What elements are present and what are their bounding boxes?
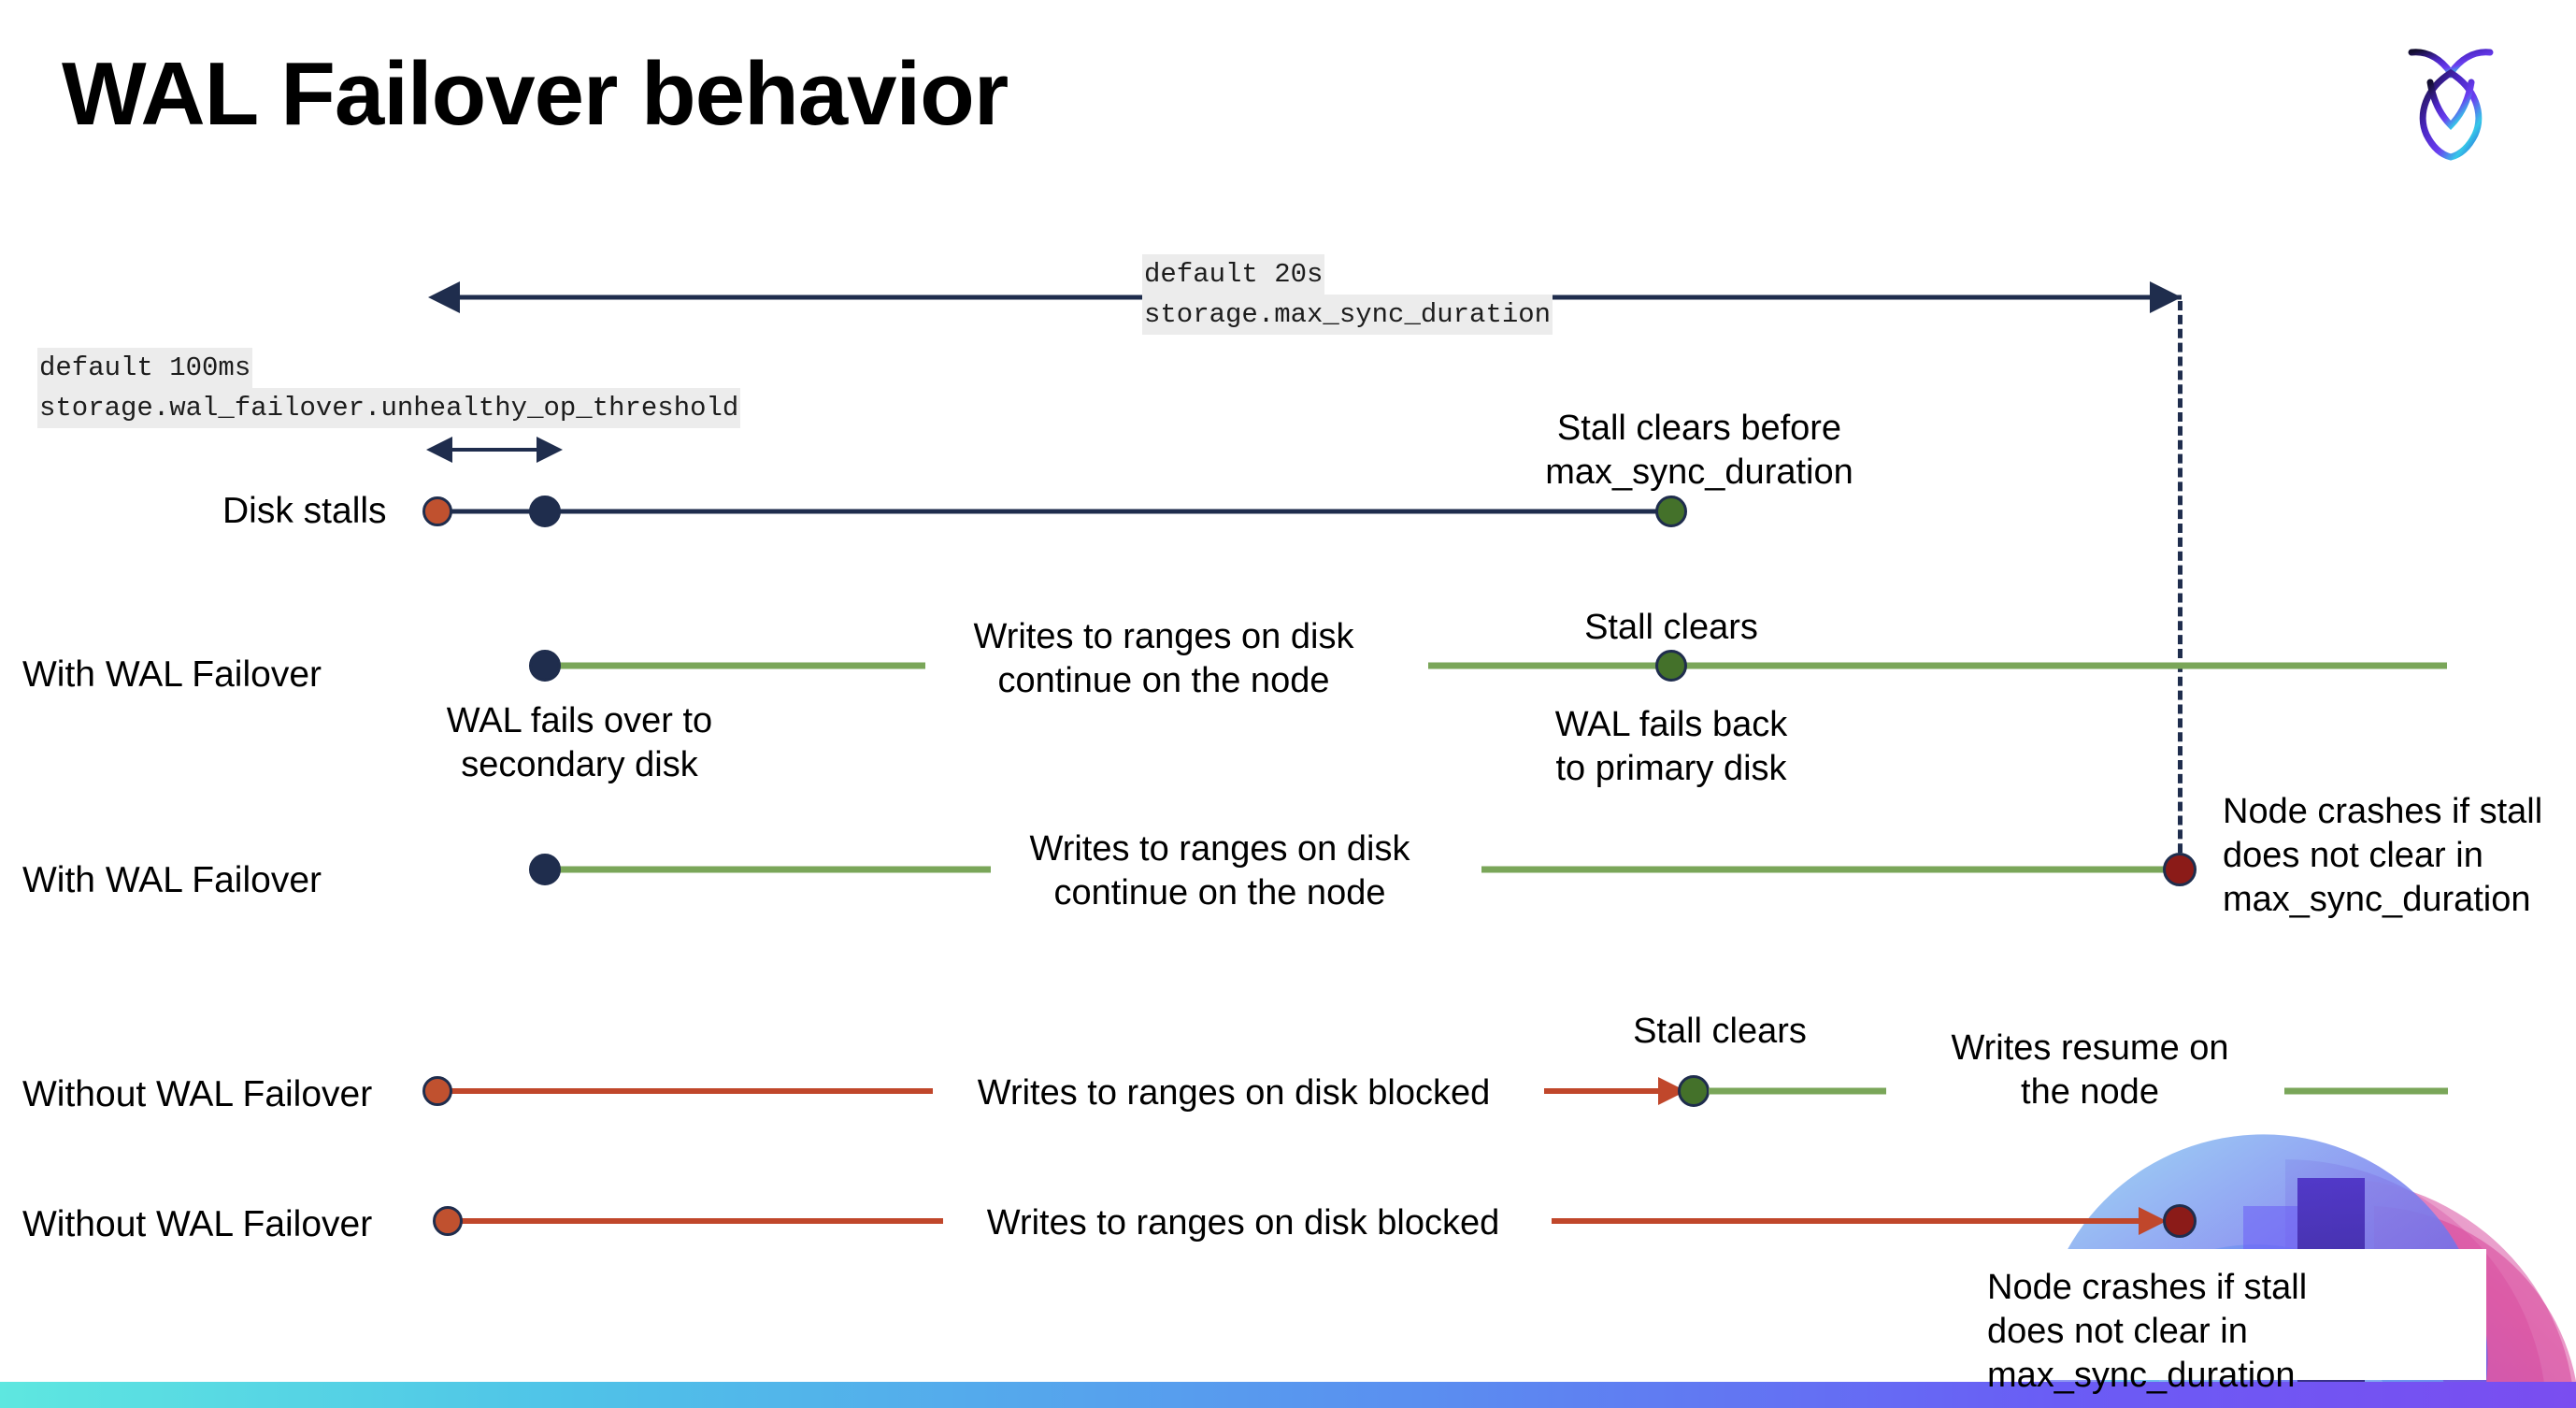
bottom-gradient-bar — [0, 1382, 2576, 1408]
unhealthy-span-line — [451, 448, 540, 452]
max-sync-arrow-left-head — [428, 281, 460, 313]
with-failover-1-segment-b — [1428, 662, 2447, 669]
unhealthy-name-text: storage.wal_failover.unhealthy_op_thresh… — [37, 388, 741, 428]
note-wal-fails-back: WAL fails back to primary disk — [1531, 703, 1811, 791]
unhealthy-default-text: default 100ms — [37, 348, 253, 388]
note-wal-fails-back-line1: WAL fails back — [1554, 705, 1788, 744]
max-sync-duration-label: default 20s storage.max_sync_duration — [1142, 254, 1553, 335]
note-stall-clears-before-line2: max_sync_duration — [1545, 453, 1853, 492]
note-stall-clears-row2: Stall clears — [1540, 606, 1802, 650]
without-failover-2-segment-b — [1552, 1218, 2146, 1224]
note-writes-continue-2-line2: continue on the node — [1053, 873, 1386, 912]
note-writes-blocked-2-text: Writes to ranges on disk blocked — [986, 1203, 1500, 1243]
unhealthy-op-threshold-label: default 100ms storage.wal_failover.unhea… — [37, 348, 741, 428]
note-writes-resume: Writes resume on the node — [1931, 1027, 2249, 1114]
note-writes-continue-1: Writes to ranges on disk continue on the… — [944, 615, 1383, 703]
node-crashes-callout: Node crashes if stall does not clear in … — [1963, 1249, 2486, 1395]
unhealthy-arrow-right-head — [537, 437, 563, 463]
disk-stalls-timeline — [437, 509, 1673, 514]
with-failover-2-failover-dot — [529, 854, 561, 885]
note-writes-blocked-1: Writes to ranges on disk blocked — [944, 1071, 1524, 1115]
without-failover-1-clears-dot — [1678, 1075, 1710, 1107]
without-failover-1-segment-b — [1544, 1088, 1666, 1094]
note-writes-continue-2: Writes to ranges on disk continue on the… — [1000, 827, 1439, 915]
note-node-crashes-1-line3: max_sync_duration — [2223, 880, 2531, 919]
note-wal-fails-over-line1: WAL fails over to — [446, 701, 713, 740]
without-failover-1-segment-d — [2284, 1087, 2448, 1095]
with-failover-2-segment-b — [1481, 866, 2180, 873]
row-label-without-wal-failover-1: Without WAL Failover — [22, 1074, 373, 1114]
note-writes-resume-line1: Writes resume on — [1951, 1028, 2229, 1068]
without-failover-1-segment-c — [1709, 1087, 1886, 1095]
page-title: WAL Failover behavior — [62, 44, 1009, 144]
with-failover-1-failover-dot — [529, 650, 561, 682]
note-wal-fails-over-line2: secondary disk — [461, 745, 698, 784]
note-node-crashes-2-line1: Node crashes if stall — [1987, 1268, 2308, 1307]
cockroachdb-logo-icon — [2385, 28, 2516, 168]
note-stall-clears-row4-text: Stall clears — [1633, 1012, 1807, 1051]
without-failover-1-stall-dot — [422, 1076, 452, 1106]
note-stall-clears-row2-text: Stall clears — [1584, 608, 1758, 647]
without-failover-2-segment-a — [448, 1218, 943, 1224]
note-writes-blocked-2: Writes to ranges on disk blocked — [953, 1201, 1533, 1245]
note-writes-resume-line2: the node — [2021, 1072, 2159, 1112]
note-node-crashes-1-line1: Node crashes if stall — [2223, 792, 2543, 831]
with-failover-2-segment-a — [545, 866, 991, 873]
without-failover-1-segment-a — [437, 1088, 933, 1094]
note-writes-blocked-1-text: Writes to ranges on disk blocked — [977, 1073, 1491, 1113]
without-failover-2-arrow-head — [2139, 1207, 2167, 1235]
note-stall-clears-before: Stall clears before max_sync_duration — [1531, 407, 1868, 495]
note-writes-continue-2-line1: Writes to ranges on disk — [1029, 829, 1410, 869]
without-failover-2-stall-dot — [433, 1206, 463, 1236]
without-failover-2-crash-dot — [2163, 1204, 2197, 1238]
note-wal-fails-back-line2: to primary disk — [1555, 749, 1787, 788]
row-label-disk-stalls: Disk stalls — [222, 491, 387, 531]
note-node-crashes-2: Node crashes if stall does not clear in … — [1987, 1266, 2462, 1398]
disk-stall-failover-dot — [529, 496, 561, 527]
row-label-without-wal-failover-2: Without WAL Failover — [22, 1204, 373, 1244]
max-sync-name-text: storage.max_sync_duration — [1142, 295, 1553, 335]
note-node-crashes-2-line2: does not clear in — [1987, 1312, 2248, 1351]
with-failover-2-crash-dot — [2163, 853, 2197, 886]
disk-stall-clears-dot — [1655, 496, 1687, 527]
row-label-with-wal-failover-1: With WAL Failover — [22, 654, 322, 695]
note-stall-clears-before-line1: Stall clears before — [1556, 409, 1842, 448]
row-label-with-wal-failover-2: With WAL Failover — [22, 860, 322, 900]
note-node-crashes-1-line2: does not clear in — [2223, 836, 2483, 875]
with-failover-1-clears-dot — [1655, 650, 1687, 682]
note-stall-clears-row4: Stall clears — [1589, 1010, 1851, 1054]
max-sync-arrow-right-head — [2150, 281, 2182, 313]
max-sync-default-text: default 20s — [1142, 254, 1325, 295]
note-wal-fails-over: WAL fails over to secondary disk — [421, 699, 738, 787]
with-failover-1-segment-a — [545, 662, 925, 669]
unhealthy-arrow-left-head — [426, 437, 452, 463]
note-node-crashes-2-line3: max_sync_duration — [1987, 1356, 2296, 1395]
note-writes-continue-1-line2: continue on the node — [997, 661, 1330, 700]
max-sync-dashed-line — [2178, 301, 2182, 881]
disk-stall-start-dot — [422, 496, 452, 526]
note-node-crashes-1: Node crashes if stall does not clear in … — [2223, 790, 2576, 922]
note-writes-continue-1-line1: Writes to ranges on disk — [973, 617, 1354, 656]
